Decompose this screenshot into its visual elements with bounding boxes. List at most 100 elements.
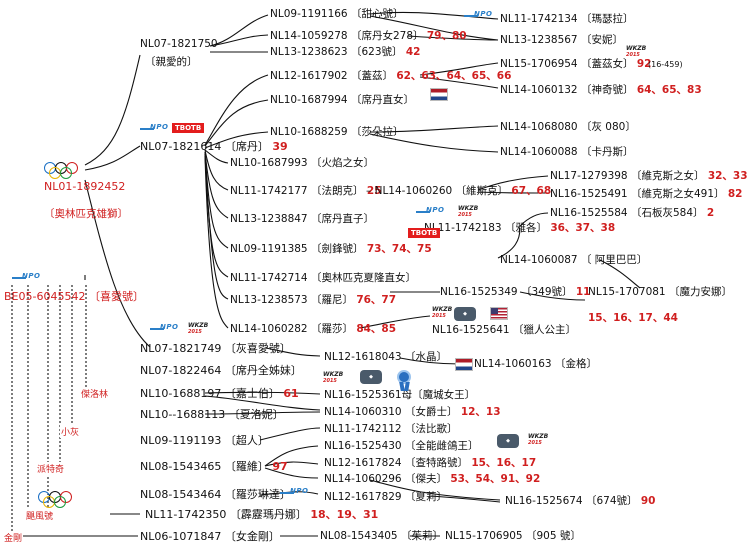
dotted-lineage-lines: [11, 285, 87, 540]
node-nl13-1238573: NL13-1238573 〔羅尼〕 76、77: [230, 294, 396, 307]
node-name: 〔霹靂瑪丹娜〕: [229, 508, 307, 521]
node-id: NL11-1742183: [424, 222, 502, 234]
label-jerolin: 傑洛林: [80, 387, 110, 400]
node-id: NL12-1617829: [324, 491, 402, 503]
label-jingang: 金剛: [3, 531, 24, 544]
node-numbers: 42: [405, 46, 421, 58]
node-name: 〔女爵士〕: [404, 406, 458, 418]
node-id: NL16-1525641: [432, 324, 510, 336]
node-name: 〔金格〕: [554, 358, 597, 370]
node-nl07-1822464: NL07-1822464 〔席丹全姊妹〕: [140, 364, 302, 377]
node-name: 〔石板灰584〕: [630, 207, 704, 219]
node-name: 〔 阿里巴巴〕: [580, 254, 648, 266]
netherlands-flag-icon: [430, 88, 448, 101]
node-numbers: 25: [366, 185, 382, 197]
node-id: NL10-1687993: [230, 157, 308, 169]
node-id: NL08-1543465: [140, 460, 222, 473]
label-patrick: 派特奇: [36, 462, 66, 475]
node-name: 〔席丹女278〕: [350, 30, 424, 42]
node-name: 〔349號〕: [520, 286, 573, 298]
node-name: 〔674號〕: [585, 495, 638, 507]
node-name: 〔茱莉〕: [400, 530, 443, 542]
node-name: 母〔魔城女王〕: [401, 389, 476, 401]
node-id: NL11-1742350: [145, 508, 227, 521]
npo-logo-icon: NPO: [464, 10, 496, 22]
node-nl12-1617829: NL12-1617829 〔夏莉〕: [324, 491, 447, 504]
node-name: 〔灰 080〕: [580, 121, 636, 133]
node-nl14-1060132: NL14-1060132 〔神奇號〕 64、65、83: [500, 84, 702, 97]
node-nl11-1742112: NL11-1742112 〔法比歌〕: [324, 423, 457, 436]
node-nl14-1060163: NL14-1060163 〔金格〕: [474, 358, 597, 371]
usa-flag-icon: [490, 307, 508, 320]
node-id: NL11-1742714: [230, 272, 308, 284]
node-name: 〔法朗克〕: [310, 185, 364, 197]
npo-logo-icon: NPO: [280, 487, 312, 499]
node-numbers: 32、33: [707, 170, 748, 182]
node-numbers: 18、19、31: [310, 508, 379, 521]
node-nl14-1060088: NL14-1060088 〔卡丹斯〕: [500, 146, 633, 159]
node-id: NL15-1706905: [445, 530, 523, 542]
node-name: 〔法比歌〕: [404, 423, 458, 435]
node-nl13-1238847: NL13-1238847 〔席丹直子〕: [230, 213, 374, 226]
node-nl06-1071847: NL06-1071847 〔女金剛〕: [140, 530, 280, 543]
node-be05-6045542: BE05-6045542 〔喜愛號〕: [4, 290, 144, 303]
node-nl07-1821750: NL07-1821750: [140, 38, 218, 51]
node-id: NL14-1060088: [500, 146, 578, 158]
node-nl16-1525584: NL16-1525584 〔石板灰584〕 2: [550, 207, 714, 220]
node-id: NL08-1543405: [320, 530, 398, 542]
node-name: 〔維斯克〕: [455, 185, 509, 197]
tbotb-badge: TBOTB: [172, 123, 205, 133]
node-name: 〔水晶〕: [404, 351, 447, 363]
olympic-rings-icon: [38, 491, 72, 508]
node-name: 〔623號〕: [350, 46, 403, 58]
node-id: NL16-1525674: [505, 495, 583, 507]
node-nl16-1525349: NL16-1525349 〔349號〕 11: [440, 286, 590, 299]
node-name: 〔夏莉〕: [404, 491, 447, 503]
node-numbers: 82: [727, 188, 743, 200]
node-id: NL08-1543464: [140, 488, 222, 501]
npo-logo-icon: NPO: [140, 123, 172, 135]
node-nl16-1525430: NL16-1525430 〔全能雌鴿王〕: [324, 440, 478, 453]
node-id: NL13-1238567: [500, 34, 578, 46]
node-id: NL14-1060087: [500, 254, 578, 266]
node-numbers: 15、16、17: [471, 457, 537, 469]
node-nl17-1279398: NL17-1279398 〔維克斯之女〕 32、33: [550, 170, 748, 183]
node-numbers: 79、80: [426, 30, 467, 42]
node-nl11-1742183: NL11-1742183 〔雅各〕 36、37、38: [424, 222, 615, 235]
node-nl11-1742134: NL11-1742134 〔瑪瑟拉〕: [500, 13, 633, 26]
node-nl15-1707081: NL15-1707081 〔魔力安娜〕: [588, 286, 732, 299]
node-id: NL11-1742134: [500, 13, 578, 25]
node-nl16-1525674: NL16-1525674 〔674號〕 90: [505, 495, 655, 508]
node-name: 〔安妮〕: [580, 34, 623, 46]
node-nl16-1525641: NL16-1525641 〔獵人公主〕: [432, 324, 576, 337]
node-nl16-1525361: NL16-1525361母〔魔城女王〕: [324, 389, 475, 402]
node-nl07-1821750-name: 〔親愛的〕: [145, 56, 198, 69]
node-name: 〔席丹全姊妹〕: [224, 364, 302, 377]
lion-emblem-icon: ◆: [360, 370, 382, 384]
node-id: NL16-1525349: [440, 286, 518, 298]
node-id: NL07-1821614: [140, 140, 222, 153]
node-nl09-1191193: NL09-1191193 〔超人〕: [140, 434, 269, 447]
node-nl07-1821614: NL07-1821614 〔席丹〕 39: [140, 140, 288, 153]
node-numbers: 73、74、75: [366, 243, 432, 255]
node-nl08-1543405: NL08-1543405 〔茱莉〕: [320, 530, 443, 543]
node-name: 〔傑夫〕: [404, 473, 447, 485]
node-nl10-1687994: NL10-1687994 〔席丹直女〕: [270, 94, 414, 107]
node-name: 〔雅各〕: [504, 222, 547, 234]
node-id: NL14-1060282: [230, 323, 308, 335]
node-nl15-1706954: NL15-1706954 〔蓋茲女〕 92: [500, 58, 651, 71]
node-nl13-1238623: NL13-1238623 〔623號〕 42: [270, 46, 420, 59]
node-nl10-1688113: NL10--1688113 〔夏洛妮〕: [140, 408, 284, 421]
node-id: NL15-1706954: [500, 58, 578, 70]
node-name: 〔瑪瑟拉〕: [580, 13, 634, 25]
lion-emblem-icon: ◆: [454, 307, 476, 321]
node-id: NL14-1060163: [474, 358, 552, 370]
node-id: NL12-1618043: [324, 351, 402, 363]
node-id: NL14-1060132: [500, 84, 578, 96]
node-numbers: 84、85: [356, 323, 397, 335]
node-id: NL10-1687994: [270, 94, 348, 106]
node-nl12-1617902: NL12-1617902 〔蓋茲〕 62、63、64、65、66: [270, 70, 511, 83]
